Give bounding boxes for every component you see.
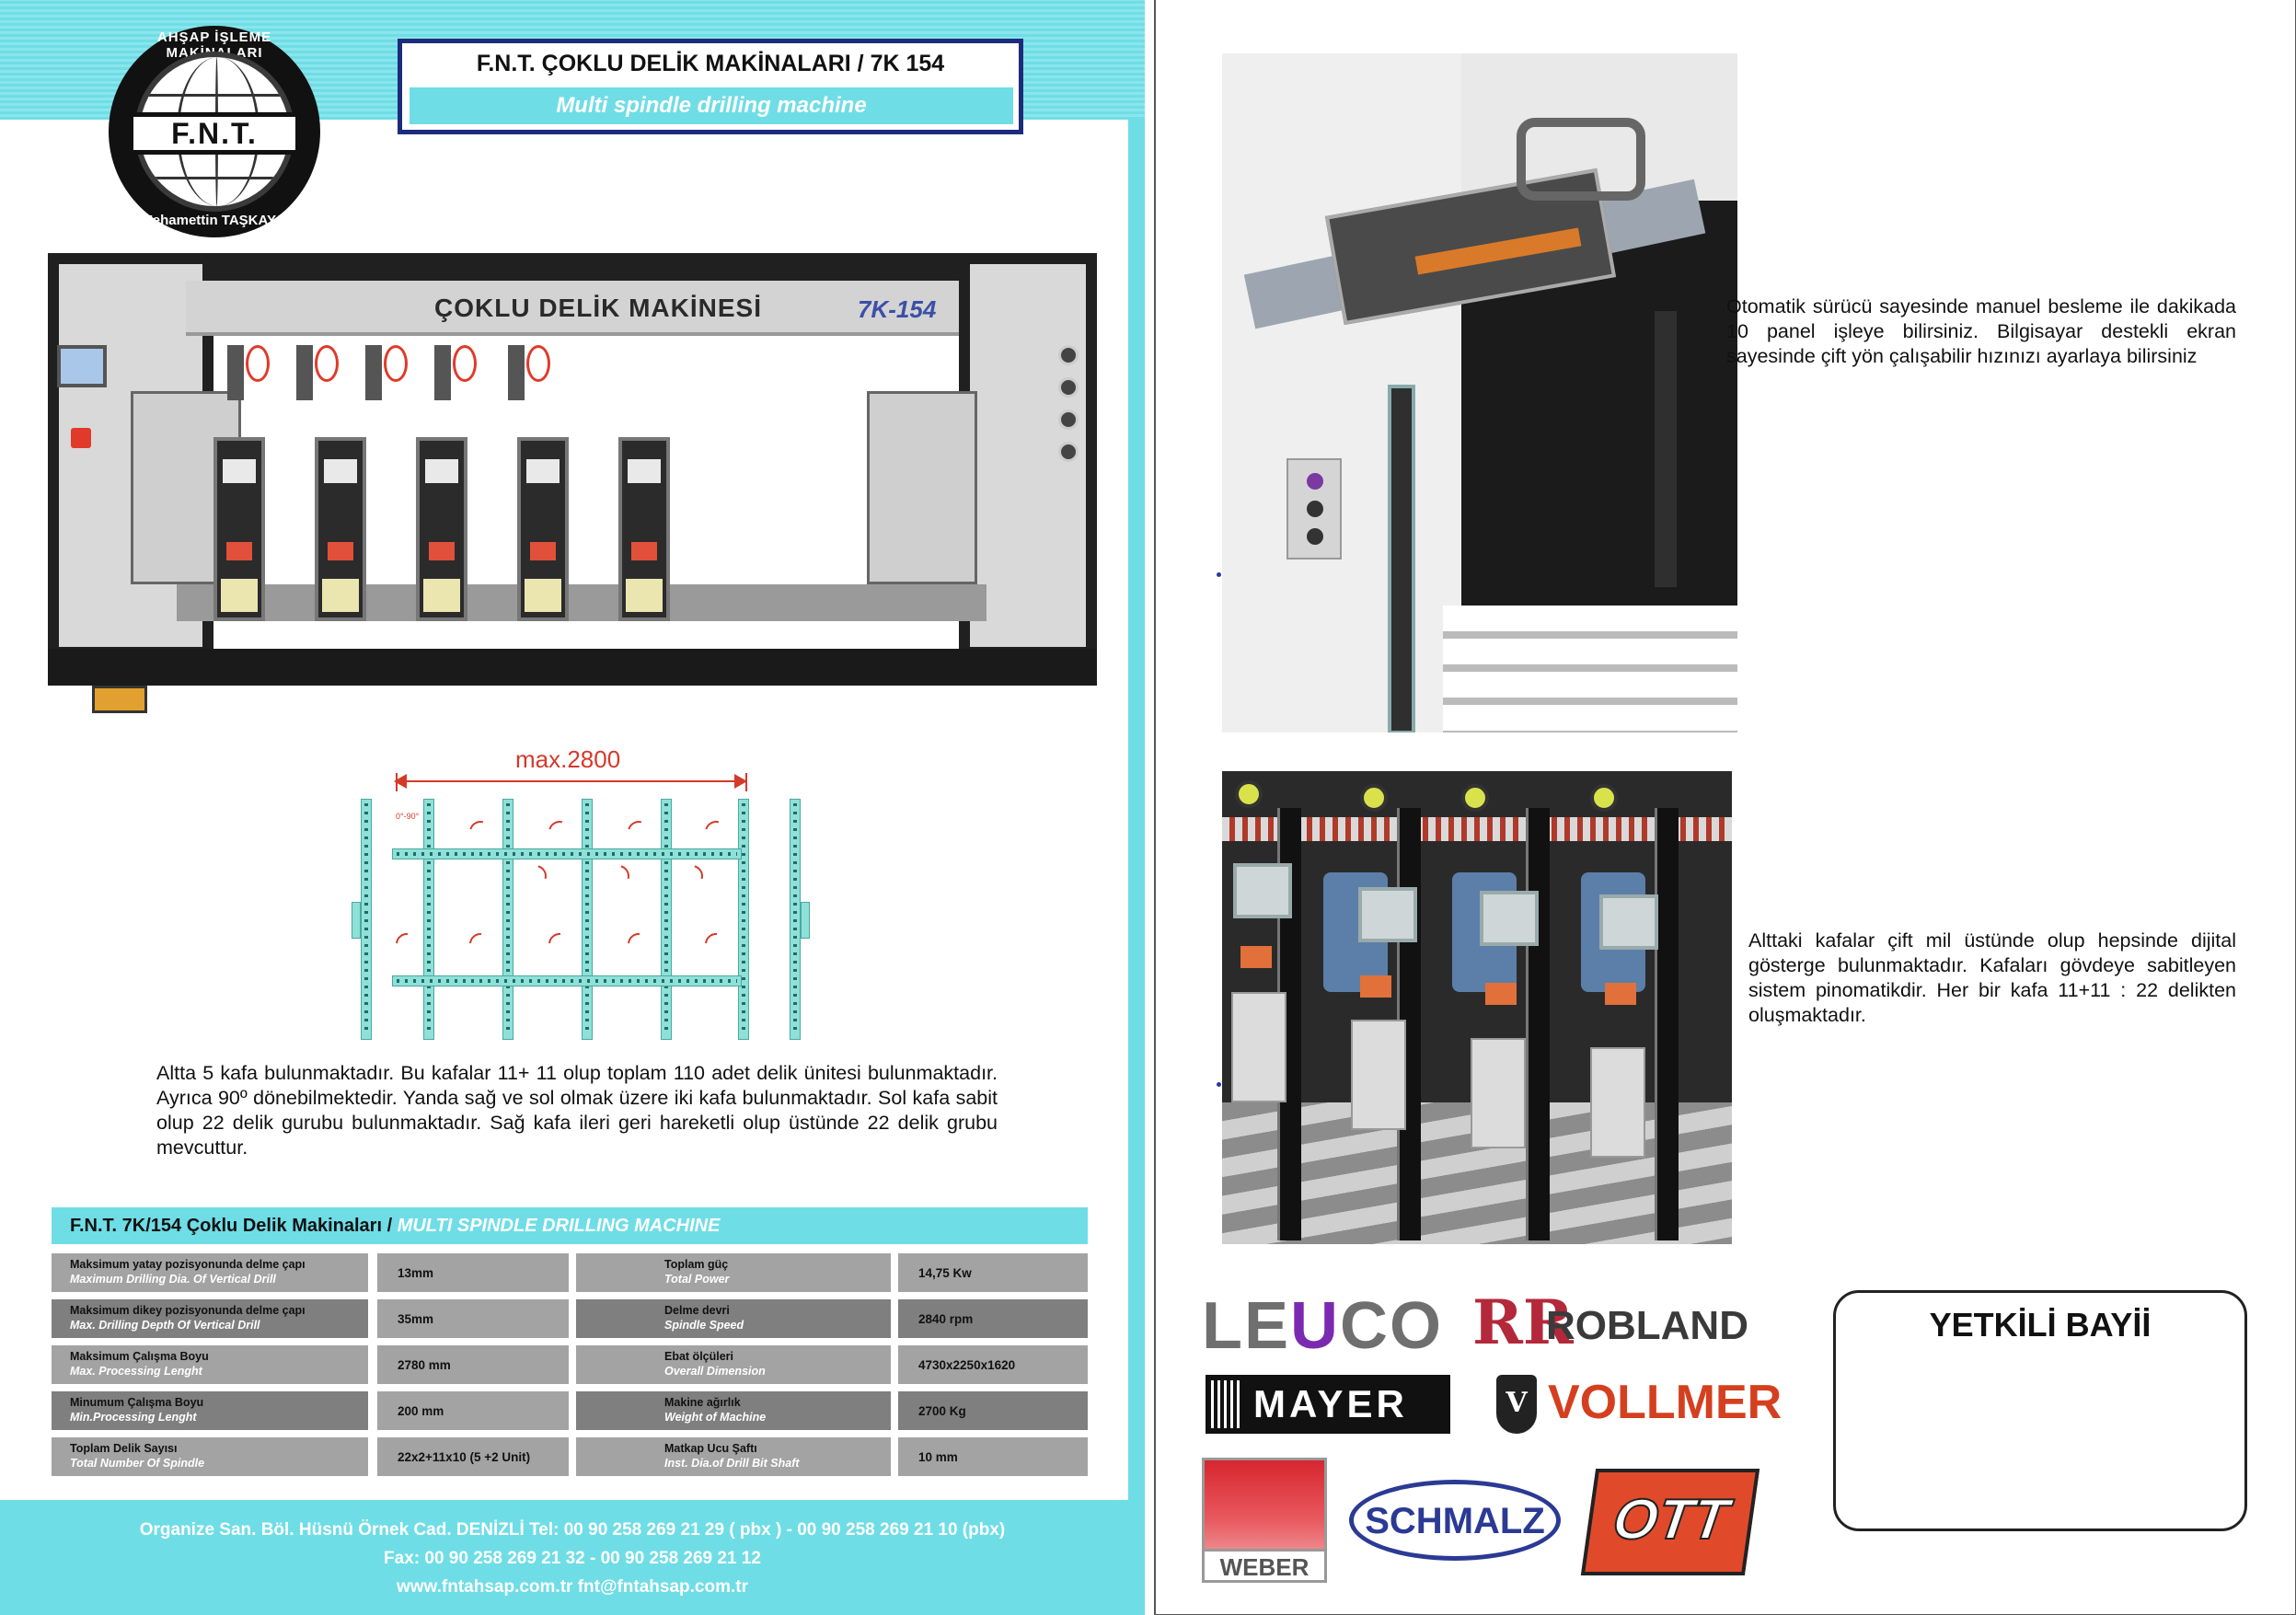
machine-illustration: ÇOKLU DELİK MAKİNESİ 7K-154 xyxy=(48,253,1097,713)
control-knob-icon xyxy=(1058,410,1079,430)
auto-feed-photo xyxy=(1222,53,1737,733)
mayer-logo: MAYER xyxy=(1206,1375,1450,1434)
schmalz-logo: SCHMALZ xyxy=(1349,1480,1561,1561)
drill-heads-photo xyxy=(1222,771,1732,1244)
authorized-dealer-box: YETKİLİ BAYİİ xyxy=(1833,1290,2247,1531)
drill-head xyxy=(315,437,366,621)
bullet-icon xyxy=(1217,1082,1221,1087)
control-panel-icon xyxy=(1286,458,1342,559)
machine-beam xyxy=(186,281,959,336)
foot-pedal-icon xyxy=(92,686,147,713)
footer-fax: Fax: 00 90 258 269 21 32 - 00 90 258 269… xyxy=(384,1549,761,1568)
logo-bottom-text: Fehamettin TAŞKAYA xyxy=(144,213,285,228)
drill-head xyxy=(416,437,467,621)
page-title: F.N.T. ÇOKLU DELİK MAKİNALARI / 7K 154 xyxy=(476,51,945,76)
logo-center-text: F.N.T. xyxy=(129,112,300,155)
drill-head xyxy=(213,437,265,621)
drill-head xyxy=(618,437,670,621)
machine-beam-title: ÇOKLU DELİK MAKİNESİ xyxy=(434,294,762,322)
bullet-icon xyxy=(1217,572,1221,577)
weber-logo: WEBER xyxy=(1202,1458,1327,1583)
arrow-right-icon xyxy=(734,774,747,789)
right-page: Otomatik sürücü sayesinde manuel besleme… xyxy=(1154,0,2296,1615)
vollmer-shield-icon: V xyxy=(1496,1375,1537,1434)
leuco-logo: LEUCO xyxy=(1202,1289,1444,1363)
max-length-label: max.2800 xyxy=(515,745,621,773)
contact-footer: Organize San. Böl. Hüsnü Örnek Cad. DENİ… xyxy=(0,1500,1145,1615)
title-box: F.N.T. ÇOKLU DELİK MAKİNALARI / 7K 154 M… xyxy=(398,39,1023,134)
fnt-logo: AHŞAP İŞLEME MAKİNALARI F.N.T. Fehametti… xyxy=(109,26,320,237)
control-knob-icon xyxy=(1058,442,1079,462)
emergency-stop-icon xyxy=(71,428,91,448)
control-screen-icon xyxy=(57,345,107,387)
machine-beam-model: 7K-154 xyxy=(858,295,937,323)
drill-head xyxy=(517,437,569,621)
right-drill-unit xyxy=(867,391,977,584)
footer-address: Organize San. Böl. Hüsnü Örnek Cad. DENİ… xyxy=(139,1520,1006,1540)
ott-logo: OTT xyxy=(1580,1469,1760,1575)
control-knob-icon xyxy=(1058,345,1079,365)
control-knob-icon xyxy=(1058,377,1079,398)
spec-header-prefix: F.N.T. 7K/154 Çoklu Delik Makinaları / xyxy=(70,1216,393,1236)
page-subtitle: Multi spindle drilling machine xyxy=(410,87,1013,124)
heads-description: Altta 5 kafa bulunmaktadır. Bu kafalar 1… xyxy=(156,1062,998,1159)
dealer-title: YETKİLİ BAYİİ xyxy=(1929,1306,2152,1344)
left-page: AHŞAP İŞLEME MAKİNALARI F.N.T. Fehametti… xyxy=(0,0,1145,1615)
machine-base xyxy=(48,649,1097,686)
spec-table-header: F.N.T. 7K/154 Çoklu Delik Makinaları / M… xyxy=(52,1207,1088,1244)
angle-label: 0°-90° xyxy=(396,812,420,821)
drill-heads-description: Alttaki kafalar çift mil üstünde olup he… xyxy=(1748,929,2236,1026)
footer-web-email: www.fntahsap.com.tr fnt@fntahsap.com.tr xyxy=(396,1577,748,1597)
head-layout-diagram: max.2800 0°-90° xyxy=(340,745,819,1049)
spec-header-italic: MULTI SPINDLE DRILLING MACHINE xyxy=(397,1216,721,1236)
machine-table xyxy=(177,584,986,621)
auto-feed-description: Otomatik sürücü sayesinde manuel besleme… xyxy=(1726,295,2236,367)
